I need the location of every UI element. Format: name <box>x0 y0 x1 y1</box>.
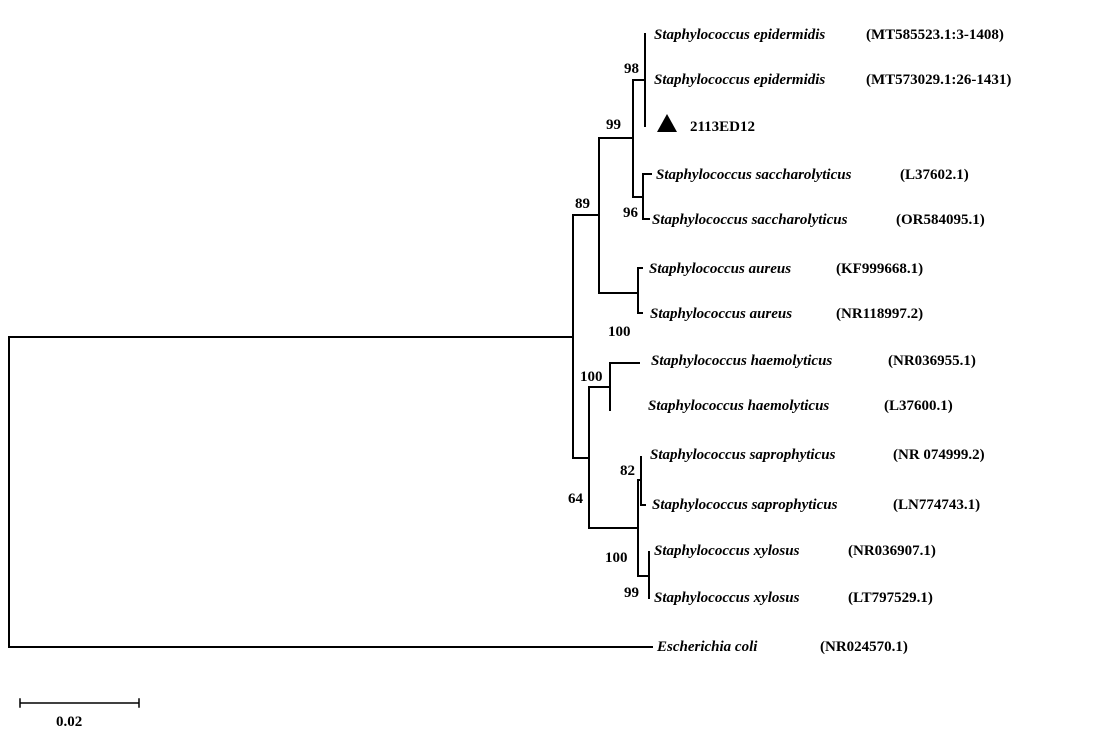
leaf-label: Staphylococcus epidermidis (MT585523.1:3-… <box>654 27 1004 43</box>
leaf-label: Staphylococcus saccharolyticus (L37602.1) <box>656 167 969 183</box>
branch-aureus <box>637 267 643 314</box>
scale-bar: 0.02 <box>19 698 140 730</box>
leaf-label: Staphylococcus xylosus (LT797529.1) <box>654 590 933 606</box>
svg-text:(OR584095.1): (OR584095.1) <box>896 212 985 228</box>
svg-text:Escherichia coli: Escherichia coli <box>656 639 758 655</box>
svg-text:(L37600.1): (L37600.1) <box>884 398 953 414</box>
svg-text:(NR118997.2): (NR118997.2) <box>836 306 923 322</box>
bootstrap-label: 82 <box>620 463 635 479</box>
svg-text:Staphylococcus xylosus: Staphylococcus xylosus <box>654 590 800 606</box>
svg-text:(LN774743.1): (LN774743.1) <box>893 497 980 513</box>
tree-branches <box>8 33 653 648</box>
scale-bar-line <box>19 698 140 708</box>
svg-text:(NR024570.1): (NR024570.1) <box>820 639 908 655</box>
svg-text:Staphylococcus epidermidis: Staphylococcus epidermidis <box>654 72 825 88</box>
branch-saccharolyticus <box>642 173 652 220</box>
svg-text:Staphylococcus aureus: Staphylococcus aureus <box>649 261 791 277</box>
triangle-marker-icon <box>657 114 677 132</box>
bootstrap-label: 100 <box>580 369 603 385</box>
svg-text:Staphylococcus xylosus: Staphylococcus xylosus <box>654 543 800 559</box>
svg-text:(KF999668.1): (KF999668.1) <box>836 261 923 277</box>
leaf-label: Staphylococcus xylosus (NR036907.1) <box>654 543 936 559</box>
svg-text:Staphylococcus aureus: Staphylococcus aureus <box>650 306 792 322</box>
svg-text:Staphylococcus epidermidis: Staphylococcus epidermidis <box>654 27 825 43</box>
svg-text:Staphylococcus haemolyticus: Staphylococcus haemolyticus <box>651 353 832 369</box>
bootstrap-label: 99 <box>624 585 639 601</box>
leaf-label: Staphylococcus haemolyticus (NR036955.1) <box>651 353 976 369</box>
branch-clade-99 <box>632 79 646 198</box>
bootstrap-label: 89 <box>575 196 590 212</box>
bootstrap-label: 64 <box>568 491 584 507</box>
svg-text:(L37602.1): (L37602.1) <box>900 167 969 183</box>
bootstrap-label: 100 <box>608 324 631 340</box>
leaf-labels: Staphylococcus epidermidis (MT585523.1:3-… <box>648 27 1011 655</box>
leaf-label: Staphylococcus saprophyticus (LN774743.1) <box>652 497 980 513</box>
leaf-label: Staphylococcus saccharolyticus (OR584095.… <box>652 212 985 228</box>
query-leaf-label: 2113ED12 <box>657 114 755 135</box>
svg-text:Staphylococcus saprophyticus: Staphylococcus saprophyticus <box>652 497 838 513</box>
svg-text:(NR 074999.2): (NR 074999.2) <box>893 447 985 463</box>
svg-text:Staphylococcus saccharolyticus: Staphylococcus saccharolyticus <box>652 212 848 228</box>
leaf-label: Staphylococcus aureus (KF999668.1) <box>649 261 923 277</box>
bootstrap-values: 98 99 96 89 100 100 64 82 100 99 <box>568 61 639 601</box>
leaf-label: Staphylococcus haemolyticus (L37600.1) <box>648 398 953 414</box>
bootstrap-label: 98 <box>624 61 639 77</box>
svg-text:Staphylococcus saccharolyticus: Staphylococcus saccharolyticus <box>656 167 852 183</box>
svg-text:(NR036955.1): (NR036955.1) <box>888 353 976 369</box>
branch-sapro-xylosus <box>637 479 650 577</box>
bootstrap-label: 96 <box>623 205 639 221</box>
svg-text:(LT797529.1): (LT797529.1) <box>848 590 933 606</box>
svg-text:(MT573029.1:26-1431): (MT573029.1:26-1431) <box>866 72 1011 88</box>
svg-text:Staphylococcus haemolyticus: Staphylococcus haemolyticus <box>648 398 829 414</box>
leaf-label: Staphylococcus saprophyticus (NR 074999.2… <box>650 447 985 463</box>
branch-saprophyticus <box>640 456 646 506</box>
branch-clade-64 <box>588 386 639 529</box>
branch-ingroup <box>572 214 600 459</box>
svg-text:(NR036907.1): (NR036907.1) <box>848 543 936 559</box>
branch-root <box>8 336 653 648</box>
bootstrap-label: 99 <box>606 117 621 133</box>
leaf-label: Staphylococcus aureus (NR118997.2) <box>650 306 923 322</box>
scale-bar-label: 0.02 <box>56 714 82 730</box>
bootstrap-label: 100 <box>605 550 628 566</box>
leaf-label: Staphylococcus epidermidis (MT573029.1:26… <box>654 72 1011 88</box>
svg-text:2113ED12: 2113ED12 <box>690 119 755 135</box>
leaf-label: Escherichia coli (NR024570.1) <box>656 639 908 655</box>
branch-haemolyticus <box>609 362 640 411</box>
svg-text:(MT585523.1:3-1408): (MT585523.1:3-1408) <box>866 27 1004 43</box>
branch-clade-89 <box>598 137 639 294</box>
svg-text:Staphylococcus saprophyticus: Staphylococcus saprophyticus <box>650 447 836 463</box>
